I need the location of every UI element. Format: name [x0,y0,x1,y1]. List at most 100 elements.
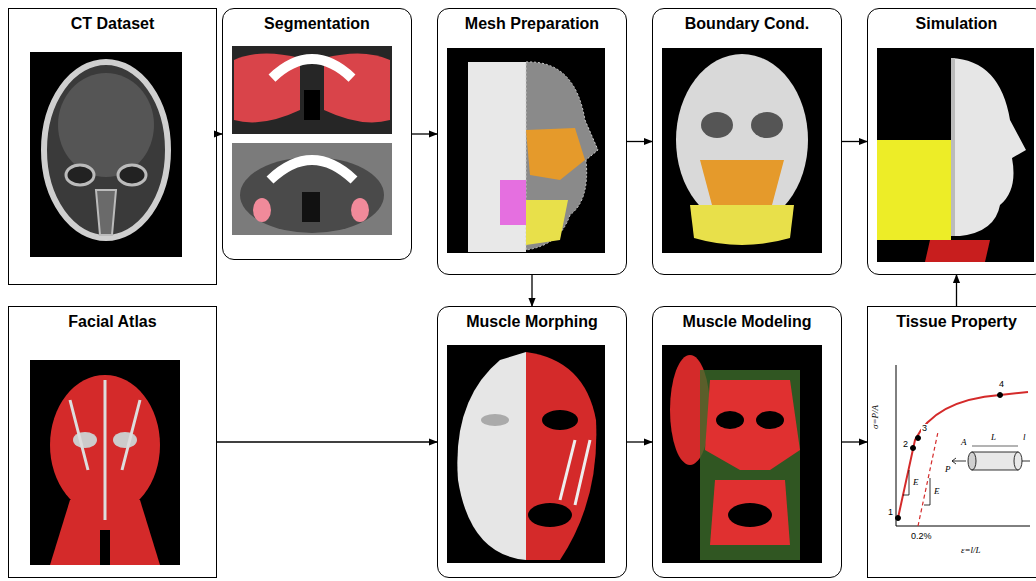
ct-slice-part [66,165,94,185]
facial-atlas-part [30,360,180,565]
muscle-model-part [700,370,800,560]
stress-strain-chart-part [968,452,976,470]
panel-title: Segmentation [223,15,411,33]
muscle-morphing-model-part [457,352,526,560]
muscle-model-part [756,411,784,429]
skull-model-part [662,48,822,253]
stress-strain-chart-part [896,365,1030,526]
flow-arrow [842,141,867,142]
stress-strain-chart-part [896,516,901,521]
simulated-face-part [951,58,1026,236]
skull-model-part [751,112,783,138]
facial-atlas-part [100,530,110,565]
muscle-model [662,345,822,563]
stress-strain-chart-part [1022,461,1030,462]
segmentation-slices-part [240,157,384,233]
flow-arrow [627,141,652,142]
flow-arrow [842,441,867,442]
stress-strain-chart [896,365,1031,526]
chart-label: 0.2% [910,532,933,541]
chart-label: ε=l/L [960,546,982,555]
skull-model-part [701,112,733,138]
mesh-model-part [526,62,598,250]
mesh-model-part [447,48,605,253]
segmentation-slices-part [272,59,352,78]
simulated-face-part [951,58,955,236]
stress-strain-chart-part [916,436,921,441]
muscle-morphing-model-part [542,410,578,430]
process-panel: Facial Atlas [8,306,217,578]
flow-arrow [531,275,532,306]
muscle-morphing-model [447,345,605,563]
ct-slice-part [58,73,154,177]
facial-atlas-part [70,400,140,470]
ct-slice-part [44,62,168,238]
muscle-model-part [705,380,800,470]
mesh-model [447,48,605,253]
segmentation-slices [232,46,392,235]
process-panel: CT Dataset [8,8,217,285]
stress-strain-chart-part [1014,452,1022,470]
chart-label: 3 [921,424,928,433]
muscle-model-part [728,503,772,527]
muscle-morphing-model-part [447,345,605,563]
muscle-model-part [716,411,744,429]
mesh-model-part [500,180,526,225]
process-panel: Boundary Cond. [652,8,842,275]
mesh-model-part [526,128,585,180]
muscle-morphing-model-part [560,440,590,505]
mesh-model-part [526,62,598,250]
ct-slice-part [118,165,146,185]
panel-title: Facial Atlas [9,313,216,331]
chart-label: P [944,465,952,474]
panel-title: Mesh Preparation [438,15,626,33]
facial-atlas-part [104,380,107,520]
stress-strain-chart-part [972,446,1018,447]
stress-strain-chart-part [924,478,930,505]
facial-atlas-part [113,432,137,448]
stress-strain-chart-part [903,470,909,495]
stress-strain-chart-part [998,393,1003,398]
panel-title: Muscle Morphing [438,313,626,331]
simulated-face-part [925,240,990,262]
skull-model-part [700,160,784,205]
segmentation-slices-part [304,90,320,120]
skull-model-part [690,205,794,245]
simulated-face-part [877,48,1034,262]
chart-label: L [990,433,997,442]
segmentation-slices-part [302,192,320,222]
panel-title: Boundary Cond. [653,15,841,33]
chart-label: E [912,478,920,487]
stress-strain-chart-part [911,446,916,451]
process-panel: Simulation [867,8,1036,275]
muscle-morphing-model-part [481,414,509,426]
stress-strain-chart-part [918,432,938,526]
simulated-face-part [877,140,951,240]
chart-label: A [960,438,968,447]
segmentation-slices-part [232,46,392,134]
chart-label: 1 [887,508,894,517]
process-panel: Tissue Property [867,306,1036,578]
flow-arrow [627,441,652,442]
process-panel: Mesh Preparation [437,8,627,275]
flow-arrow [956,275,957,306]
panel-title: Tissue Property [868,313,1036,331]
stress-strain-chart-part [972,452,1018,470]
skull-model-part [676,54,808,226]
stress-strain-chart-part [898,392,1028,518]
simulated-face [877,48,1034,262]
segmentation-slices-part [270,160,354,180]
ct-slice-part [30,52,182,257]
chart-label: l [1022,433,1027,442]
panel-title: CT Dataset [9,15,216,33]
muscle-morphing-model-part [528,503,572,527]
mesh-model-part [468,62,526,252]
flow-arrow [217,441,437,442]
process-panel: Segmentation [222,8,412,260]
flow-arrow [412,133,437,134]
segmentation-slices-part [351,198,369,222]
muscle-model-part [710,480,790,545]
